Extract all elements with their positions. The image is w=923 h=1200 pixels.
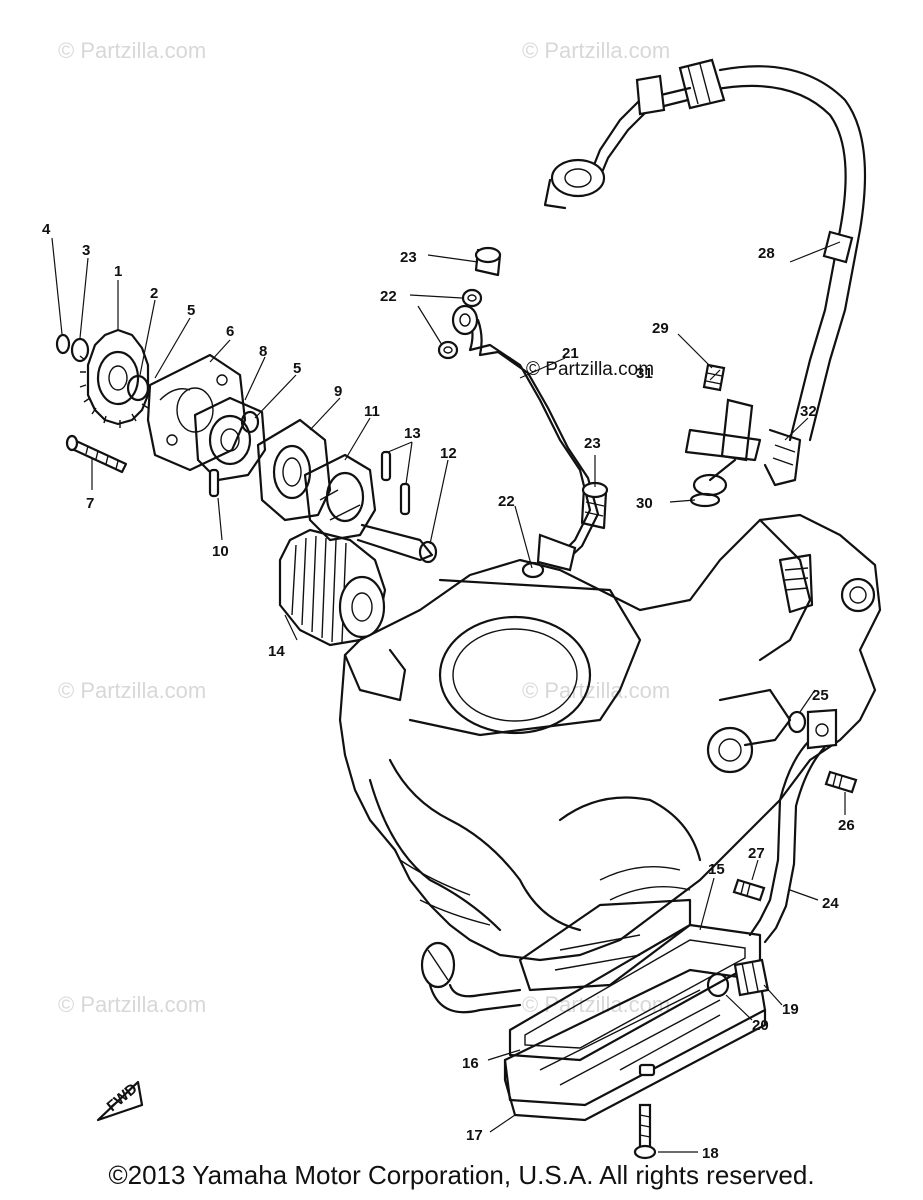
oil-pump-gear <box>79 328 150 428</box>
callout-14: 14 <box>268 643 285 660</box>
pin <box>126 374 150 402</box>
oil-filter <box>278 528 387 647</box>
circlip <box>55 333 71 355</box>
watermark: © Partzilla.com <box>522 678 670 703</box>
watermark: © Partzilla.com <box>522 38 670 63</box>
callout-24: 24 <box>822 895 839 912</box>
ring <box>240 410 260 434</box>
watermark: © Partzilla.com <box>58 678 206 703</box>
callout-15: 15 <box>708 861 725 878</box>
pump-cover <box>146 353 247 472</box>
oil-pipe-lower <box>420 941 522 1014</box>
callout-7: 7 <box>86 495 94 512</box>
oil-hose-28 <box>543 58 867 442</box>
callout-11: 11 <box>364 403 380 420</box>
crankcase <box>338 513 882 962</box>
bolt-27 <box>732 878 766 902</box>
oil-pipe-24 <box>748 708 838 944</box>
callout-31: 31 <box>636 365 653 382</box>
callout-labels: 1 2 3 4 5 5 6 7 8 9 10 11 12 13 14 15 16… <box>42 221 855 1162</box>
washer-22b <box>521 561 545 579</box>
callout-8: 8 <box>259 343 267 360</box>
washer <box>70 337 90 363</box>
screw-29 <box>702 363 726 392</box>
clamp-32 <box>763 428 802 487</box>
callout-17: 17 <box>466 1127 483 1144</box>
pump-body <box>303 453 377 542</box>
callout-20: 20 <box>752 1017 769 1034</box>
callout-5: 5 <box>293 360 301 377</box>
callout-23: 23 <box>584 435 601 452</box>
callout-25: 25 <box>812 687 829 704</box>
callout-16: 16 <box>462 1055 479 1072</box>
o-ring-30 <box>689 492 721 508</box>
callout-6: 6 <box>226 323 234 340</box>
dowel-pins <box>380 450 411 516</box>
callout-27: 27 <box>748 845 765 862</box>
washers-22a <box>437 288 483 360</box>
o-ring-25 <box>787 710 807 734</box>
callout-32: 32 <box>800 403 817 420</box>
watermark: © Partzilla.com <box>58 992 206 1017</box>
copyright-notice: ©2013 Yamaha Motor Corporation, U.S.A. A… <box>108 1160 815 1190</box>
callout-4: 4 <box>42 221 51 238</box>
oil-pipe-21 <box>468 318 600 572</box>
callout-18: 18 <box>702 1145 719 1162</box>
pump-housing <box>256 418 332 522</box>
callout-1: 1 <box>114 263 122 280</box>
watermark: © Partzilla.com <box>58 38 206 63</box>
callout-10: 10 <box>212 543 229 560</box>
callout-22: 22 <box>498 493 515 510</box>
watermark: © Partzilla.com <box>522 992 670 1017</box>
callout-13: 13 <box>404 425 421 442</box>
callout-5: 5 <box>187 302 195 319</box>
o-ring-20 <box>706 972 730 998</box>
callout-12: 12 <box>440 445 457 462</box>
forward-arrow: FWD <box>96 1080 144 1122</box>
callout-3: 3 <box>82 242 90 259</box>
callout-2: 2 <box>150 285 158 302</box>
callout-30: 30 <box>636 495 653 512</box>
callout-22: 22 <box>380 288 397 305</box>
callout-26: 26 <box>838 817 855 834</box>
watermark-inline: © Partzilla.com <box>526 359 654 380</box>
bolt-26 <box>824 770 858 794</box>
union-bolt-19 <box>733 958 770 997</box>
strainer-tube <box>356 523 438 564</box>
leader-lines <box>51 237 846 1153</box>
callout-19: 19 <box>782 1001 799 1018</box>
callout-9: 9 <box>334 383 342 400</box>
bolt-18 <box>633 1103 657 1160</box>
pin-10 <box>208 468 220 498</box>
callout-23: 23 <box>400 249 417 266</box>
pump-rotor <box>193 396 267 482</box>
oil-pan-17 <box>503 968 767 1122</box>
fitting-31 <box>684 398 762 497</box>
callout-28: 28 <box>758 245 775 262</box>
callout-21: 21 <box>562 345 579 362</box>
banjo-bolt-23a <box>474 246 502 277</box>
callout-29: 29 <box>652 320 669 337</box>
bolt-7 <box>65 434 128 474</box>
